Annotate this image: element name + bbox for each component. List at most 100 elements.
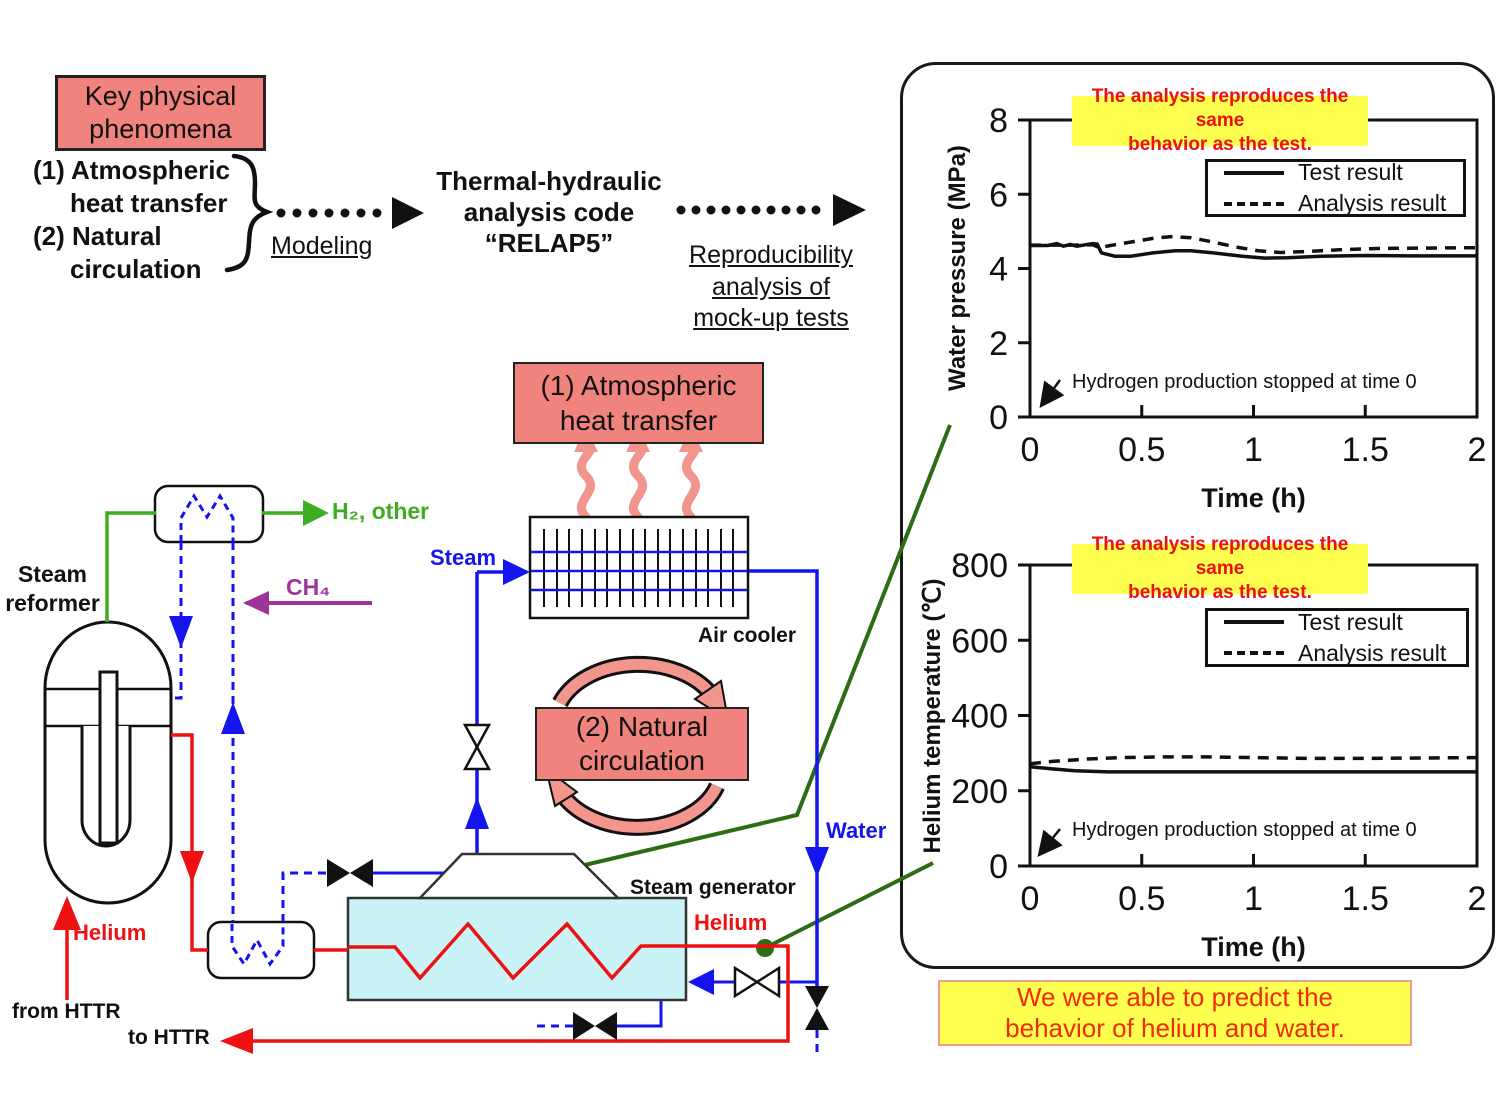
- steam-into-cooler-arrow: [503, 559, 530, 585]
- air-cooler-label: Air cooler: [698, 624, 797, 647]
- steam-reformer-vessel: [43, 620, 173, 905]
- atmospheric-heat-transfer-box: (1) Atmospheric heat transfer: [513, 362, 764, 444]
- svg-text:0: 0: [1021, 880, 1040, 918]
- svg-text:1.5: 1.5: [1342, 431, 1389, 469]
- svg-text:800: 800: [951, 547, 1008, 585]
- open-valve-steam-riser: [462, 723, 492, 771]
- phenomenon-2: (2) Natural: [33, 221, 162, 251]
- steam-generator-label: Steam generator: [630, 876, 796, 899]
- steam-generator-shell: [346, 896, 688, 1002]
- to-httr-label: to HTTR: [128, 1026, 210, 1049]
- recuperator: [153, 484, 265, 544]
- phenomenon-1: (1) Atmospheric: [33, 155, 230, 185]
- chart1-legend: Test result Analysis result: [1205, 159, 1466, 217]
- steam-reformer-label: Steam reformer: [5, 561, 100, 616]
- legend-label: Test result: [1298, 608, 1403, 635]
- svg-text:0: 0: [989, 848, 1008, 886]
- lower-heat-exchanger: [206, 920, 316, 980]
- reproducibility-arrow: [676, 194, 866, 226]
- solid-line-sample: [1224, 170, 1284, 175]
- steam-label: Steam: [430, 545, 497, 570]
- helium-down-arrow: [180, 851, 204, 883]
- pointer-dot-steam-generator: [546, 863, 564, 881]
- chart1-y-axis-title: Water pressure (MPa): [944, 145, 971, 391]
- svg-text:2: 2: [989, 325, 1008, 363]
- svg-text:Time (h): Time (h): [1201, 932, 1306, 962]
- reproducibility-label: Reproducibility analysis of mock-up test…: [689, 241, 853, 332]
- h2-other-label: H₂, other: [332, 498, 430, 524]
- gas-down-arrow: [169, 616, 193, 648]
- svg-text:0.5: 0.5: [1118, 431, 1165, 469]
- chart2-legend: Test result Analysis result: [1205, 608, 1469, 667]
- ch4-label: CH₄: [286, 574, 331, 600]
- modeling-arrow: [276, 197, 424, 229]
- chart1-annotation: Hydrogen production stopped at time 0: [1072, 371, 1417, 393]
- helium-to-httr-arrow: [220, 1028, 253, 1054]
- recuperator-coil: [179, 493, 235, 542]
- air-cooler-unit: [528, 515, 750, 620]
- closed-valve-water-main: [805, 986, 829, 1030]
- brace: [224, 153, 274, 273]
- solid-line-sample: [1224, 620, 1284, 624]
- legend-row-analysis: Analysis result: [1224, 640, 1456, 667]
- legend-row-test: Test result: [1224, 159, 1453, 186]
- svg-text:1.5: 1.5: [1342, 880, 1389, 918]
- annotation-arrow: [1039, 379, 1065, 409]
- steam-up-arrow: [465, 797, 489, 829]
- annotation-arrow: [1037, 828, 1063, 857]
- legend-row-test: Test result: [1224, 609, 1456, 636]
- svg-text:8: 8: [989, 102, 1008, 140]
- dashed-line-sample: [1224, 651, 1284, 655]
- svg-text:Time (h): Time (h): [1201, 483, 1306, 513]
- natural-circulation-box: (2) Natural circulation: [535, 707, 749, 781]
- ch4-arrow: [243, 591, 269, 615]
- h2-arrow: [303, 500, 329, 526]
- helium-label-left: Helium: [73, 920, 147, 945]
- svg-text:1: 1: [1244, 880, 1263, 918]
- svg-text:0.5: 0.5: [1118, 880, 1165, 918]
- lower-hx-coil: [230, 924, 285, 967]
- svg-text:200: 200: [951, 773, 1008, 811]
- key-phenomena-box: Key physical phenomena: [55, 75, 266, 151]
- helium-label-right: Helium: [694, 910, 768, 935]
- water-label: Water: [826, 818, 887, 843]
- legend-row-analysis: Analysis result: [1224, 190, 1453, 217]
- chart2-annotation: Hydrogen production stopped at time 0: [1072, 819, 1417, 841]
- svg-text:1: 1: [1244, 431, 1263, 469]
- conclusion-box: We were able to predict the behavior of …: [938, 980, 1412, 1046]
- water-into-sg-arrow: [688, 969, 714, 995]
- phenomenon-1-cont: heat transfer: [70, 188, 228, 218]
- phenomenon-2-cont: circulation: [70, 254, 202, 284]
- h2-line: [105, 511, 303, 622]
- closed-valve-steam-branch: [327, 859, 373, 887]
- process-gas-pipes: [172, 542, 819, 1052]
- dashed-line-sample: [1224, 201, 1284, 206]
- svg-text:0: 0: [1021, 431, 1040, 469]
- from-httr-label: from HTTR: [12, 1000, 121, 1023]
- svg-text:400: 400: [951, 698, 1008, 736]
- svg-text:600: 600: [951, 622, 1008, 660]
- legend-label: Analysis result: [1298, 639, 1447, 666]
- chart2-y-axis-title: Helium temperature (℃): [918, 578, 946, 854]
- chart2-note: The analysis reproduces the same behavio…: [1072, 534, 1368, 603]
- svg-text:6: 6: [989, 176, 1008, 214]
- steam-generator-dome: [417, 852, 622, 900]
- svg-text:2: 2: [1468, 431, 1487, 469]
- svg-text:2: 2: [1468, 880, 1487, 918]
- legend-label: Analysis result: [1298, 190, 1447, 216]
- open-valve-feedwater: [733, 965, 781, 999]
- pointer-dot-helium: [756, 939, 774, 957]
- svg-text:0: 0: [989, 399, 1008, 437]
- heat-wave-arrows: [576, 438, 701, 522]
- legend-label: Test result: [1298, 159, 1403, 185]
- svg-text:4: 4: [989, 251, 1008, 289]
- analysis-code-title: Thermal-hydraulic analysis code “RELAP5”: [436, 166, 662, 258]
- gas-up-arrow: [221, 702, 245, 734]
- closed-valve-drain: [573, 1012, 617, 1040]
- water-down-arrow: [805, 847, 829, 877]
- chart1-note: The analysis reproduces the same behavio…: [1072, 86, 1368, 155]
- chart-pointer-lines: [554, 424, 952, 950]
